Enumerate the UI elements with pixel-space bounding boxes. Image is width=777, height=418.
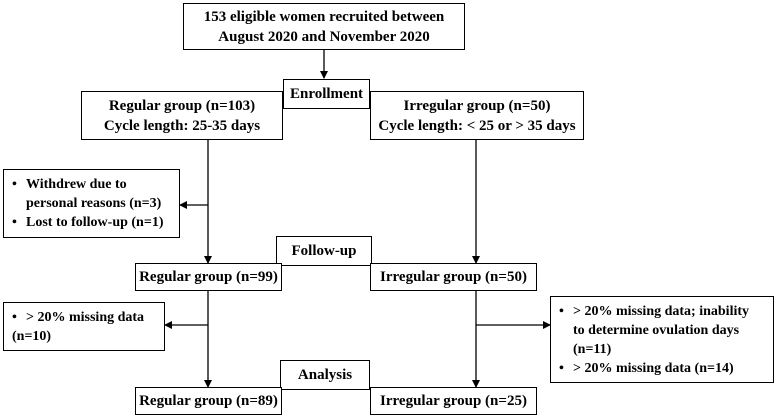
followup-irregular-box: Irregular group (n=50) [370, 263, 537, 291]
enrollment-irregular-line1: Irregular group (n=50) [403, 97, 551, 114]
followup-irregular-label: Irregular group (n=50) [380, 269, 527, 285]
stage-enrollment-label: Enrollment [289, 86, 364, 102]
exclusion-enrollment-item-lost: Lost to follow-up (n=1) [12, 213, 164, 232]
recruitment-line1: 153 eligible women recruited between [203, 8, 445, 25]
exclusion-followup-regular-box: > 20% missing data (n=10) [3, 302, 165, 351]
exclusion-followup-irregular-box: > 20% missing data; inability to determi… [550, 296, 774, 383]
analysis-irregular-label: Irregular group (n=25) [380, 393, 527, 409]
exclusion-followup-regular-item: > 20% missing data (n=10) [12, 308, 144, 346]
exclusion-followup-irregular-item-missing: > 20% missing data (n=14) [559, 359, 749, 378]
followup-regular-box: Regular group (n=99) [135, 263, 282, 291]
analysis-regular-label: Regular group (n=89) [139, 393, 278, 409]
enrollment-regular-box: Regular group (n=103) Cycle length: 25-3… [81, 91, 283, 140]
analysis-regular-box: Regular group (n=89) [135, 387, 282, 415]
enrollment-regular-line2: Cycle length: 25-35 days [103, 117, 261, 134]
stage-analysis-label: Analysis [297, 367, 353, 383]
exclusion-enrollment-box: Withdrew due to personal reasons (n=3) L… [3, 169, 180, 238]
enrollment-irregular-box: Irregular group (n=50) Cycle length: < 2… [370, 91, 584, 140]
analysis-irregular-box: Irregular group (n=25) [370, 387, 537, 415]
stage-followup-label: Follow-up [291, 243, 357, 259]
enrollment-regular-line1: Regular group (n=103) [108, 97, 256, 114]
recruitment-box: 153 eligible women recruited between Aug… [183, 3, 465, 50]
stage-followup-box: Follow-up [276, 236, 372, 266]
stage-analysis-box: Analysis [280, 360, 370, 390]
stage-enrollment-box: Enrollment [283, 79, 370, 109]
exclusion-followup-irregular-item-ovulation: > 20% missing data; inability to determi… [559, 302, 749, 359]
enrollment-irregular-line2: Cycle length: < 25 or > 35 days [378, 117, 576, 134]
recruitment-line2: August 2020 and November 2020 [218, 28, 430, 45]
followup-regular-label: Regular group (n=99) [139, 269, 278, 285]
exclusion-enrollment-item-withdrew: Withdrew due to personal reasons (n=3) [12, 175, 163, 213]
